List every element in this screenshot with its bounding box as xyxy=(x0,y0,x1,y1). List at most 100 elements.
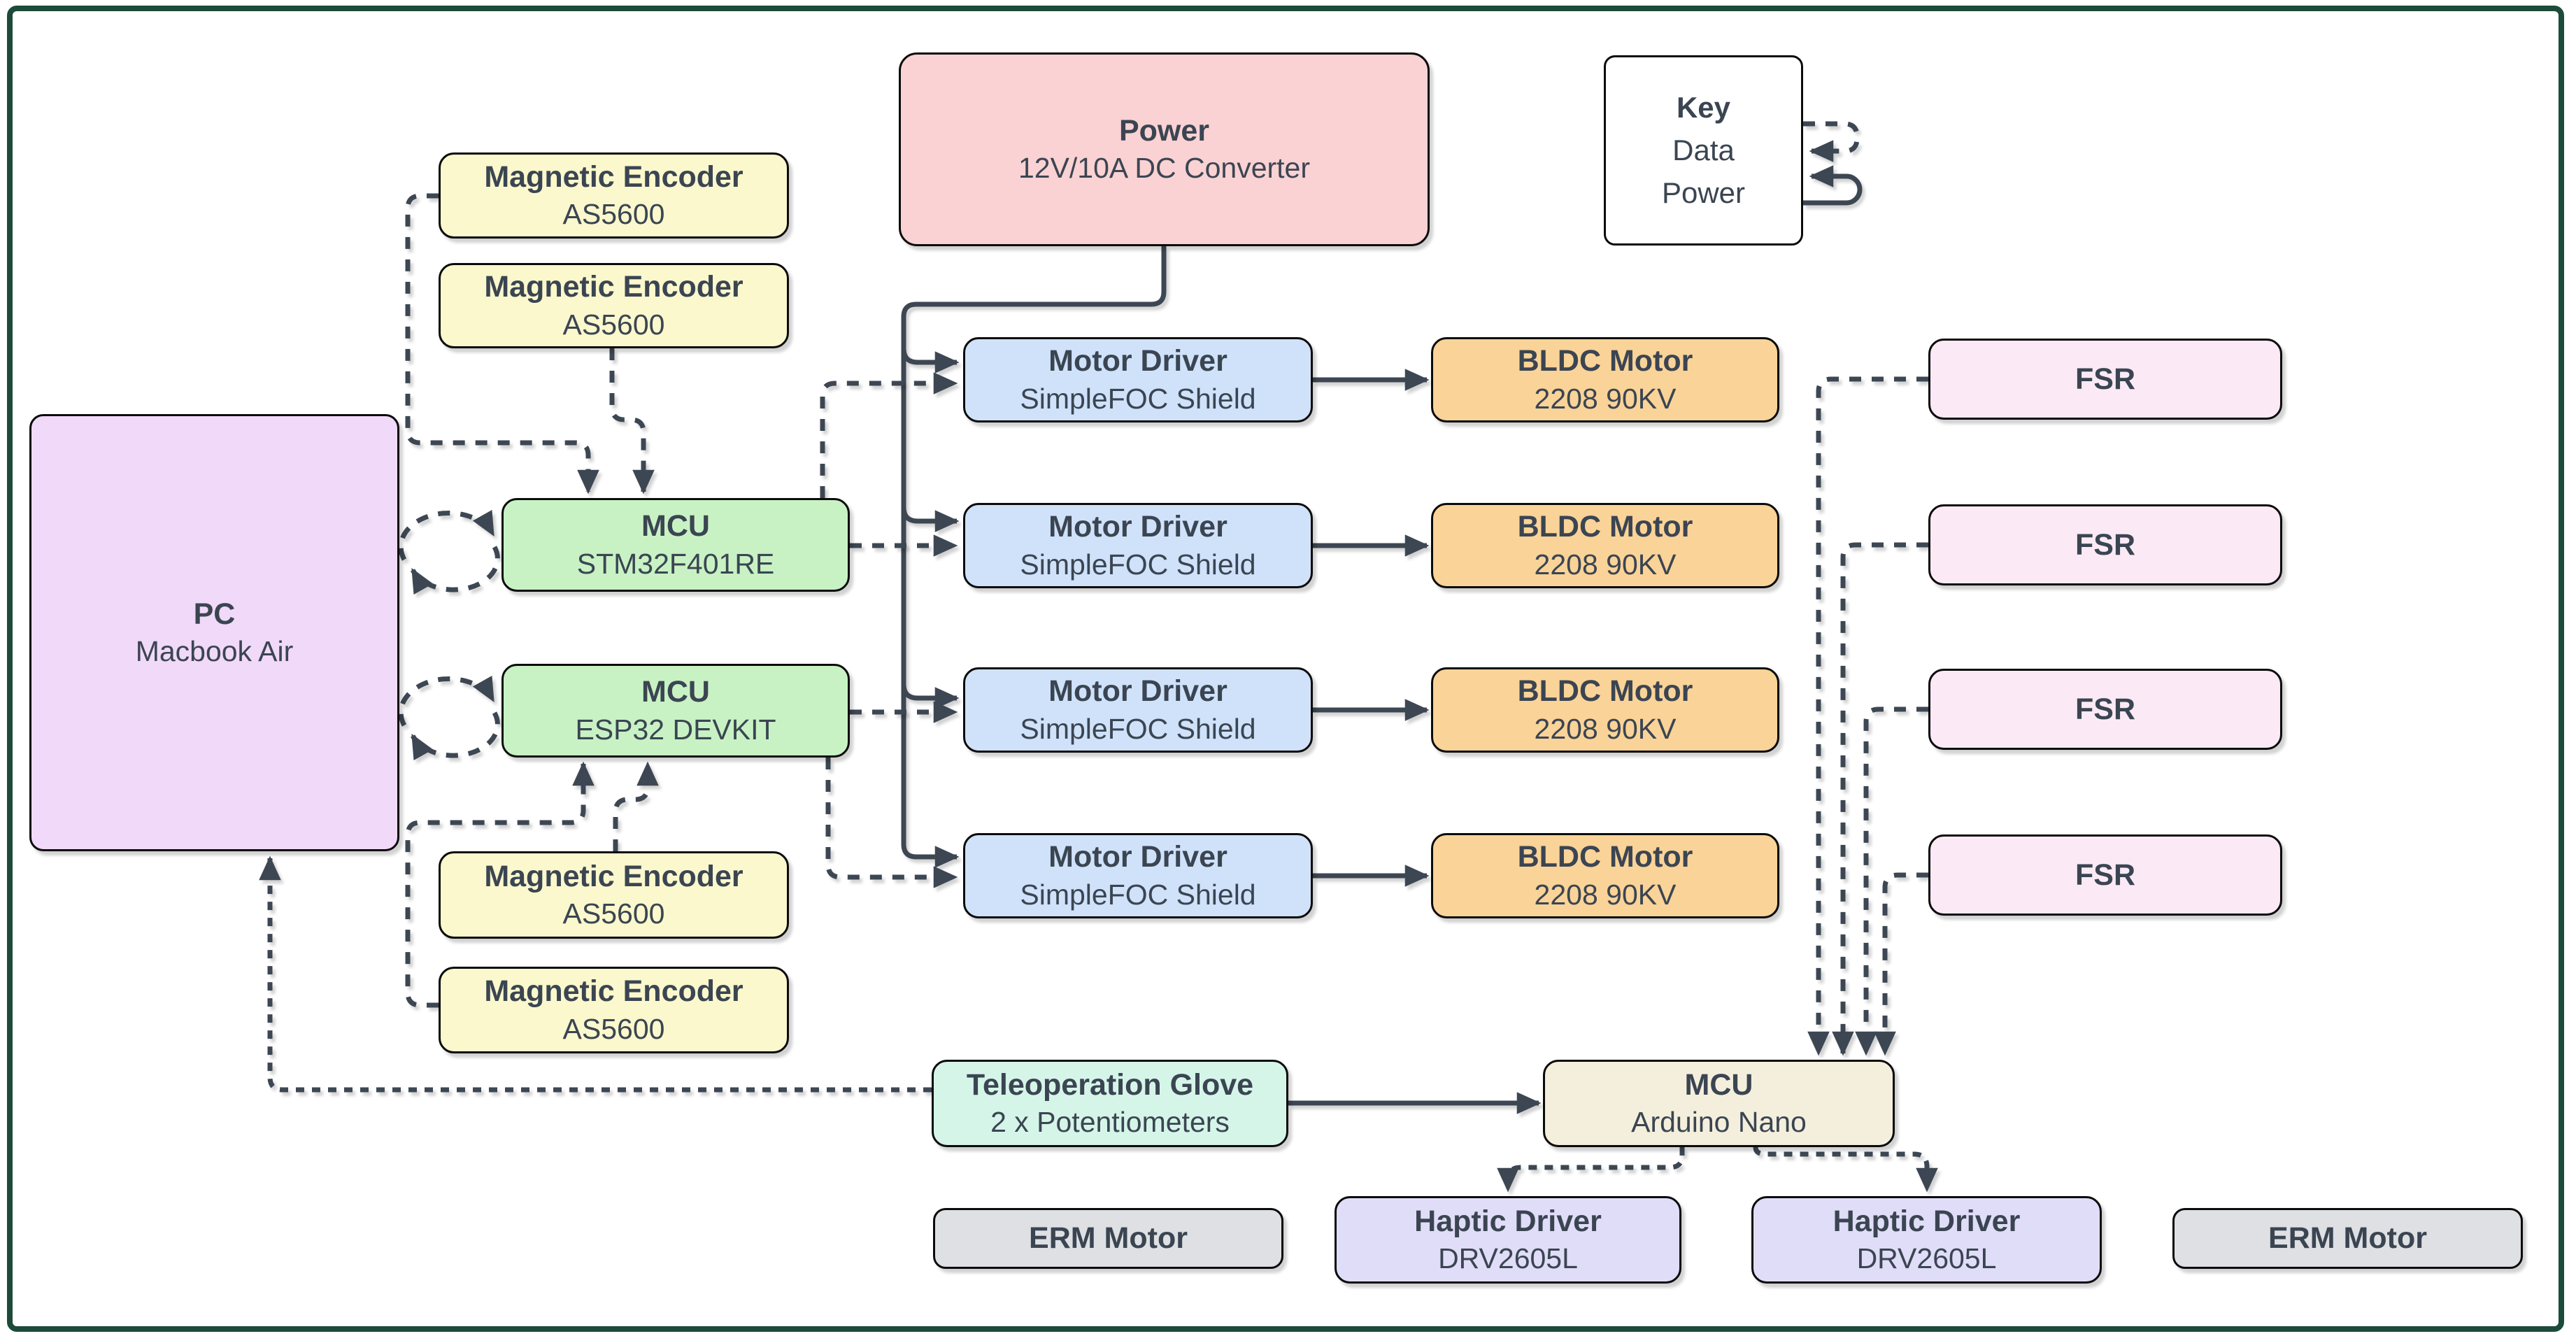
node-subtitle: SimpleFOC Shield xyxy=(1020,382,1256,415)
node-title: BLDC Motor xyxy=(1517,344,1693,378)
node-title: ERM Motor xyxy=(1029,1221,1188,1256)
node-bldc-motor-4: BLDC Motor 2208 90KV xyxy=(1431,833,1779,918)
node-mcu-esp32: MCU ESP32 DEVKIT xyxy=(501,664,850,758)
node-subtitle: AS5600 xyxy=(562,897,665,930)
edge-encB2-esp32 xyxy=(405,761,595,1008)
edge-nano-hapticL xyxy=(1497,1147,1685,1193)
key-power-label: Power xyxy=(1661,176,1746,209)
node-subtitle: 12V/10A DC Converter xyxy=(1018,152,1311,185)
node-title: BLDC Motor xyxy=(1517,510,1693,544)
node-subtitle: 2208 90KV xyxy=(1534,382,1677,415)
edge-fsr1-nano xyxy=(1807,376,1928,1056)
edge-encT1-stm32 xyxy=(405,193,599,495)
node-title: MCU xyxy=(1684,1067,1753,1102)
node-title: Motor Driver xyxy=(1048,840,1227,874)
node-title: Magnetic Encoder xyxy=(484,974,743,1009)
node-magnetic-encoder-bottom-2: Magnetic Encoder AS5600 xyxy=(439,967,789,1053)
node-magnetic-encoder-bottom-1: Magnetic Encoder AS5600 xyxy=(439,851,789,939)
edge-esp32-pc-back xyxy=(410,711,500,761)
node-motor-driver-3: Motor Driver SimpleFOC Shield xyxy=(963,667,1313,753)
node-bldc-motor-3: BLDC Motor 2208 90KV xyxy=(1431,667,1779,753)
node-subtitle: AS5600 xyxy=(562,198,665,231)
node-title: Magnetic Encoder xyxy=(484,859,743,893)
node-title: Magnetic Encoder xyxy=(484,159,743,194)
node-title: Haptic Driver xyxy=(1833,1204,2021,1238)
key-title: Key xyxy=(1676,91,1731,125)
node-title: Motor Driver xyxy=(1048,510,1227,544)
edge-power-branch-md3 xyxy=(901,683,960,709)
edge-power-rail xyxy=(901,246,1167,868)
edge-encT2-stm32 xyxy=(609,348,655,495)
key-data-label: Data xyxy=(1672,134,1735,167)
node-motor-driver-4: Motor Driver SimpleFOC Shield xyxy=(963,833,1313,918)
node-title: FSR xyxy=(2075,527,2135,562)
node-motor-driver-2: Motor Driver SimpleFOC Shield xyxy=(963,503,1313,588)
edge-fsr2-nano xyxy=(1832,542,1928,1056)
key-power-loop xyxy=(1803,165,1863,206)
edge-nano-hapticR xyxy=(1753,1146,1938,1193)
node-power: Power 12V/10A DC Converter xyxy=(899,52,1430,246)
node-magnetic-encoder-top-2: Magnetic Encoder AS5600 xyxy=(439,263,789,348)
edge-stm32-pc-back xyxy=(410,546,500,595)
node-subtitle: 2208 90KV xyxy=(1534,878,1677,911)
node-subtitle: SimpleFOC Shield xyxy=(1020,548,1256,581)
node-title: ERM Motor xyxy=(2268,1221,2427,1256)
node-title: BLDC Motor xyxy=(1517,674,1693,709)
edge-pc-esp32-out xyxy=(398,675,496,727)
node-title: Motor Driver xyxy=(1048,344,1227,378)
node-mcu-stm32: MCU STM32F401RE xyxy=(501,498,850,592)
node-title: FSR xyxy=(2075,858,2135,892)
node-title: BLDC Motor xyxy=(1517,840,1693,874)
canvas-border xyxy=(7,6,2564,1332)
edge-power-branch-md2 xyxy=(901,506,960,532)
node-bldc-motor-2: BLDC Motor 2208 90KV xyxy=(1431,503,1779,588)
node-pc: PC Macbook Air xyxy=(29,414,399,851)
node-subtitle: 2208 90KV xyxy=(1534,548,1677,581)
edge-esp32-md4 xyxy=(825,758,958,888)
edge-fsr4-nano xyxy=(1874,872,1928,1056)
edge-encB1-esp32 xyxy=(613,761,659,851)
node-subtitle: Macbook Air xyxy=(135,635,294,668)
node-bldc-motor-1: BLDC Motor 2208 90KV xyxy=(1431,337,1779,422)
node-magnetic-encoder-top-1: Magnetic Encoder AS5600 xyxy=(439,152,789,239)
node-subtitle: DRV2605L xyxy=(1438,1242,1578,1275)
node-title: MCU xyxy=(641,675,710,709)
node-subtitle: 2208 90KV xyxy=(1534,712,1677,745)
edge-stm32-md1 xyxy=(820,372,958,498)
node-subtitle: AS5600 xyxy=(562,1012,665,1045)
node-subtitle: 2 x Potentiometers xyxy=(990,1106,1230,1139)
edge-power-branch-md1 xyxy=(901,348,960,374)
node-subtitle: AS5600 xyxy=(562,308,665,341)
node-title: PC xyxy=(193,597,236,631)
node-teleoperation-glove: Teleoperation Glove 2 x Potentiometers xyxy=(932,1060,1288,1147)
node-mcu-arduino-nano: MCU Arduino Nano xyxy=(1543,1060,1895,1147)
node-subtitle: SimpleFOC Shield xyxy=(1020,712,1256,745)
node-title: Teleoperation Glove xyxy=(966,1067,1254,1102)
node-haptic-driver-left: Haptic Driver DRV2605L xyxy=(1335,1196,1681,1284)
edge-pc-stm32-out xyxy=(398,509,496,561)
key-data-loop xyxy=(1803,121,1860,162)
node-erm-motor-right: ERM Motor xyxy=(2172,1208,2523,1269)
node-subtitle: SimpleFOC Shield xyxy=(1020,878,1256,911)
node-title: Haptic Driver xyxy=(1414,1204,1602,1238)
node-motor-driver-1: Motor Driver SimpleFOC Shield xyxy=(963,337,1313,422)
node-subtitle: DRV2605L xyxy=(1856,1242,1997,1275)
node-fsr-3: FSR xyxy=(1928,669,2282,750)
node-title: Motor Driver xyxy=(1048,674,1227,709)
node-title: Power xyxy=(1118,113,1210,148)
edge-glove-pc xyxy=(259,855,932,1093)
node-title: MCU xyxy=(641,509,710,543)
node-subtitle: Arduino Nano xyxy=(1631,1106,1807,1139)
node-fsr-2: FSR xyxy=(1928,504,2282,585)
node-subtitle: STM32F401RE xyxy=(576,547,775,580)
node-title: FSR xyxy=(2075,692,2135,726)
node-fsr-4: FSR xyxy=(1928,834,2282,916)
node-fsr-1: FSR xyxy=(1928,339,2282,420)
node-haptic-driver-right: Haptic Driver DRV2605L xyxy=(1751,1196,2102,1284)
node-title: FSR xyxy=(2075,362,2135,396)
node-erm-motor-left: ERM Motor xyxy=(933,1208,1283,1269)
node-key-legend: Key Data Power xyxy=(1604,55,1803,246)
edge-fsr3-nano xyxy=(1855,706,1928,1056)
